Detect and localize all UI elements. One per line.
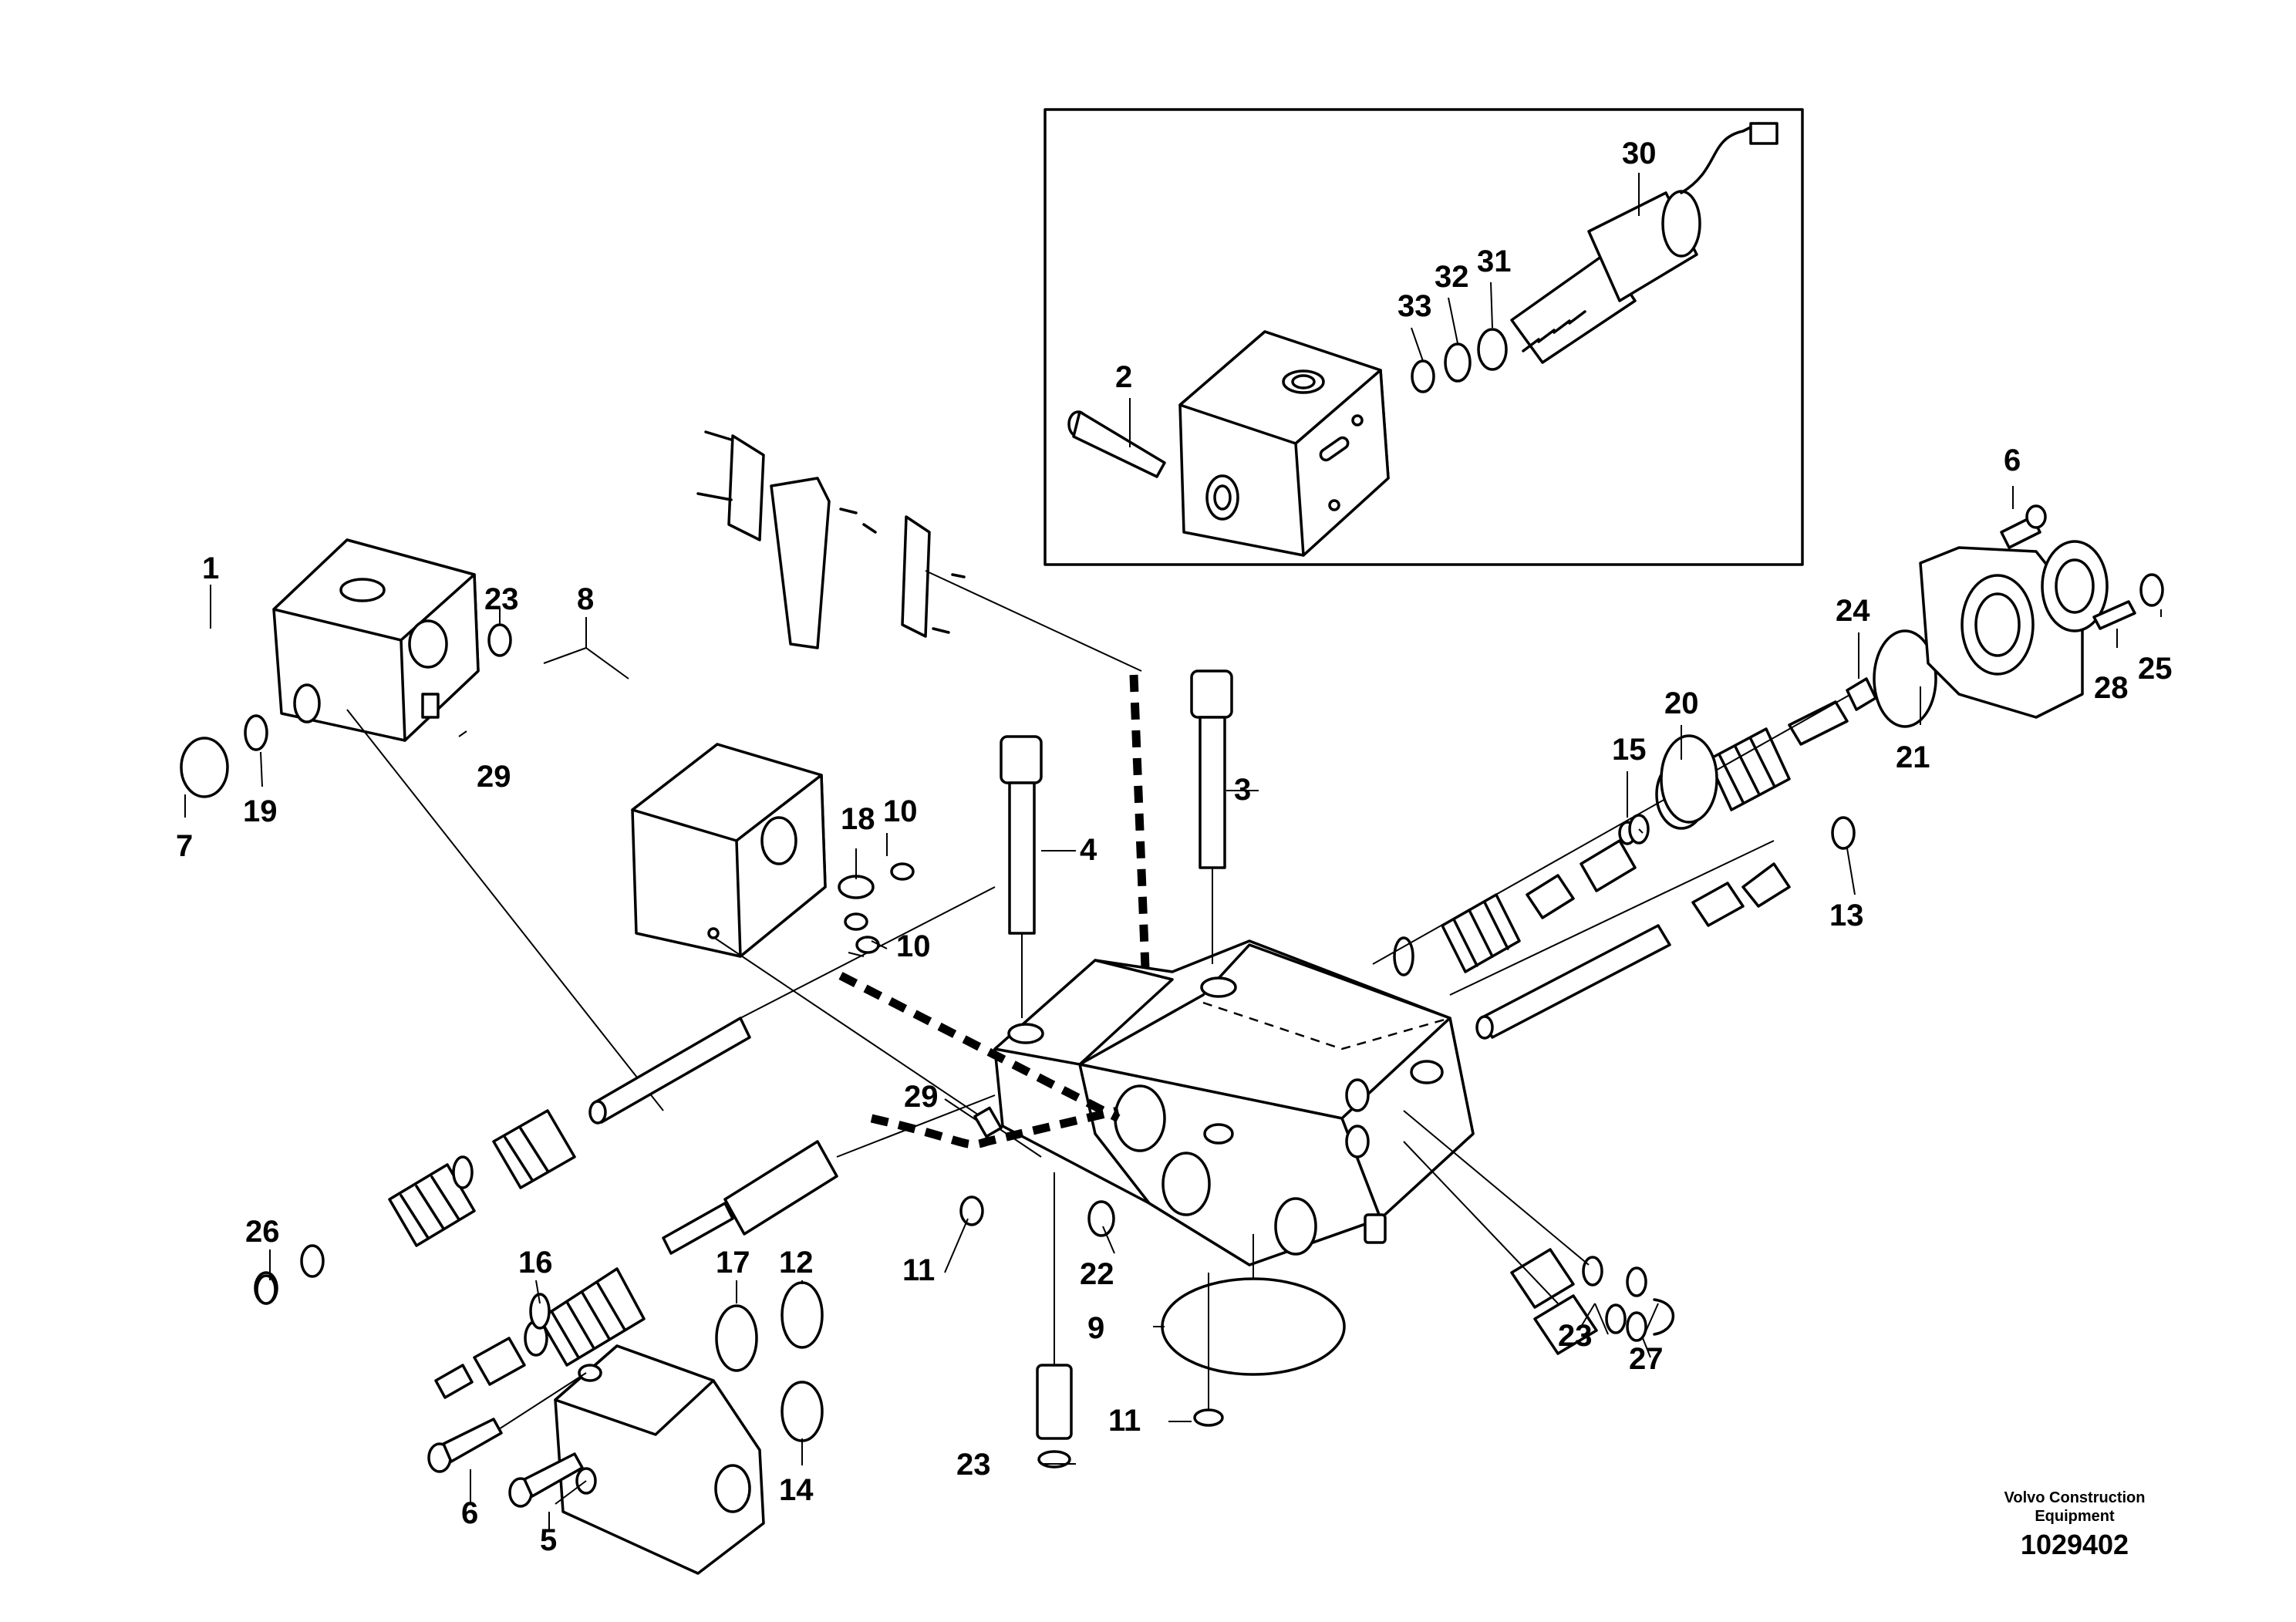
callout-6-top: 6 xyxy=(2004,443,2021,477)
callout-6-bottom: 6 xyxy=(461,1496,478,1530)
o-ring-10b xyxy=(844,912,868,931)
setscrew-29-mid xyxy=(973,1106,1003,1138)
bolts-5-6 xyxy=(427,1418,584,1508)
o-ring-22 xyxy=(1087,1200,1115,1237)
callout-33: 33 xyxy=(1397,289,1432,323)
callout-12: 12 xyxy=(779,1246,814,1280)
mounting-brackets xyxy=(696,430,1142,672)
plug-7 xyxy=(180,737,229,798)
setscrew-29-top xyxy=(421,693,440,719)
spool-right xyxy=(1449,840,1791,1040)
o-ring-23-top xyxy=(487,623,512,657)
solenoid-30 xyxy=(1510,122,1778,364)
callout-23-top: 23 xyxy=(484,582,519,616)
callout-22: 22 xyxy=(1080,1257,1114,1291)
spool-lower xyxy=(434,1094,996,1399)
leader-lines xyxy=(184,486,2162,1531)
fitting-23-bottom xyxy=(1036,1364,1073,1440)
pin-lower xyxy=(1364,1213,1387,1244)
end-cover-right xyxy=(1919,504,2164,719)
callout-30: 30 xyxy=(1622,137,1657,170)
o-ring-10c xyxy=(855,936,880,954)
callout-4: 4 xyxy=(1080,833,1097,867)
bolt-4 xyxy=(1000,735,1043,1018)
o-ring-18 xyxy=(838,875,875,899)
drawing-number: 1029402 xyxy=(2021,1529,2129,1560)
o-ring-17 xyxy=(715,1304,758,1372)
o-ring-31 xyxy=(1477,328,1508,371)
pins-right-lower xyxy=(1403,1110,1675,1355)
o-ring-11-lower xyxy=(1193,1408,1224,1427)
o-ring-11-upper xyxy=(959,1195,984,1226)
o-ring-32 xyxy=(1444,342,1472,383)
callout-11-upper: 11 xyxy=(902,1253,935,1287)
callout-23-right: 23 xyxy=(1558,1319,1593,1353)
callout-21: 21 xyxy=(1896,740,1930,774)
o-ring-26 xyxy=(255,1274,277,1305)
callout-7: 7 xyxy=(176,829,193,863)
callout-24: 24 xyxy=(1836,594,1870,628)
callout-3: 3 xyxy=(1234,773,1251,807)
o-ring-20 xyxy=(1660,734,1718,824)
seal-9 xyxy=(1161,1277,1346,1376)
o-ring-14 xyxy=(781,1381,824,1442)
cover-bottom xyxy=(466,1344,765,1575)
wire-route-lower xyxy=(870,1106,1120,1149)
callout-18: 18 xyxy=(841,802,875,836)
callout-2: 2 xyxy=(1115,360,1132,394)
callout-9: 9 xyxy=(1087,1311,1104,1345)
callout-13: 13 xyxy=(1829,899,1864,932)
callout-16: 16 xyxy=(518,1246,553,1280)
callout-10-bottom: 10 xyxy=(896,929,931,963)
callout-20: 20 xyxy=(1664,686,1699,720)
o-ring-16 xyxy=(529,1293,551,1330)
wire-route-middle xyxy=(838,972,1121,1122)
callout-8: 8 xyxy=(577,582,594,616)
fitting-24-21 xyxy=(1846,629,1937,728)
company-name-line2: Equipment xyxy=(2035,1508,2115,1525)
springs-right-upper xyxy=(1372,693,1852,976)
wire-route-upper xyxy=(1129,674,1150,969)
callout-11-lower: 11 xyxy=(1108,1404,1141,1438)
callout-19: 19 xyxy=(243,794,278,828)
callout-17: 17 xyxy=(716,1246,750,1280)
spool-upper xyxy=(254,886,996,1305)
o-ring-19 xyxy=(244,714,268,751)
callout-25: 25 xyxy=(2138,652,2173,686)
callout-15: 15 xyxy=(1612,733,1647,767)
cover-block-lower xyxy=(631,743,1042,1158)
callout-5: 5 xyxy=(540,1523,557,1557)
inset-panel: 30 31 32 33 2 xyxy=(1043,108,1804,566)
callout-26: 26 xyxy=(245,1215,280,1249)
callout-29-top: 29 xyxy=(477,760,511,794)
callout-23-bottom: 23 xyxy=(956,1448,991,1482)
callout-14: 14 xyxy=(779,1473,814,1507)
callout-32: 32 xyxy=(1435,260,1469,294)
inset-valve-block xyxy=(1178,330,1390,557)
callout-31: 31 xyxy=(1477,244,1512,278)
main-valve-body xyxy=(993,939,1475,1266)
callout-10-top: 10 xyxy=(883,794,918,828)
o-ring-13 xyxy=(1831,816,1856,850)
company-name-line1: Volvo Construction xyxy=(2004,1489,2146,1506)
bolt-3 xyxy=(1190,669,1233,964)
bolt-2 xyxy=(1067,410,1166,478)
callout-27: 27 xyxy=(1629,1342,1664,1376)
cover-block-upper xyxy=(272,538,664,1111)
callout-29-mid: 29 xyxy=(904,1080,939,1114)
callout-1: 1 xyxy=(202,551,219,585)
o-ring-12 xyxy=(781,1281,824,1349)
o-ring-10a xyxy=(890,862,915,881)
credit-block: Volvo Construction Equipment 1029402 xyxy=(2004,1489,2146,1560)
o-ring-33 xyxy=(1411,359,1435,393)
callout-28: 28 xyxy=(2094,671,2129,705)
